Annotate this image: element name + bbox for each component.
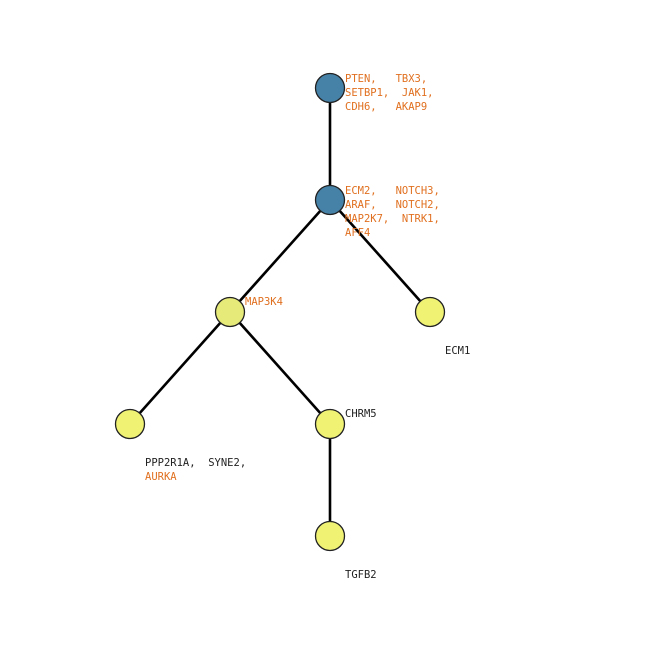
label-chrm5: CHRM5 — [345, 408, 377, 420]
label-root-line: CDH6, AKAP9 — [345, 101, 427, 113]
label-tgfb2: TGFB2 — [345, 569, 377, 581]
node-ecm1[interactable] — [414, 296, 446, 328]
nodes — [114, 72, 446, 552]
label-root-line: SETBP1, JAK1, — [345, 87, 434, 99]
node-n2[interactable] — [314, 184, 346, 216]
edges — [129, 88, 431, 536]
node-chrm5[interactable] — [314, 408, 346, 440]
node-map3k4[interactable] — [214, 296, 246, 328]
label-n2-line: ECM2, NOTCH3, — [345, 185, 440, 197]
label-n2-line: MAP2K7, NTRK1, — [345, 213, 440, 225]
edge-n2-map3k4 — [229, 199, 331, 313]
label-root-line: PTEN, TBX3, — [345, 73, 427, 85]
label-ppp-line: AURKA — [145, 471, 177, 483]
label-ecm1: ECM1 — [445, 345, 470, 357]
label-n2-line: AFF4 — [345, 227, 370, 239]
label-ppp-line: PPP2R1A, SYNE2, — [145, 457, 246, 469]
edge-map3k4-chrm5 — [229, 311, 331, 425]
edge-n2-ecm1 — [329, 199, 431, 313]
node-root[interactable] — [314, 72, 346, 104]
label-map3k4: MAP3K4 — [245, 296, 283, 308]
labels: PTEN, TBX3, SETBP1, JAK1, CDH6, AKAP9 EC… — [145, 73, 470, 581]
edge-map3k4-ppp — [129, 311, 231, 425]
label-n2-line: ARAF, NOTCH2, — [345, 199, 440, 211]
node-ppp[interactable] — [114, 408, 146, 440]
node-tgfb2[interactable] — [314, 520, 346, 552]
